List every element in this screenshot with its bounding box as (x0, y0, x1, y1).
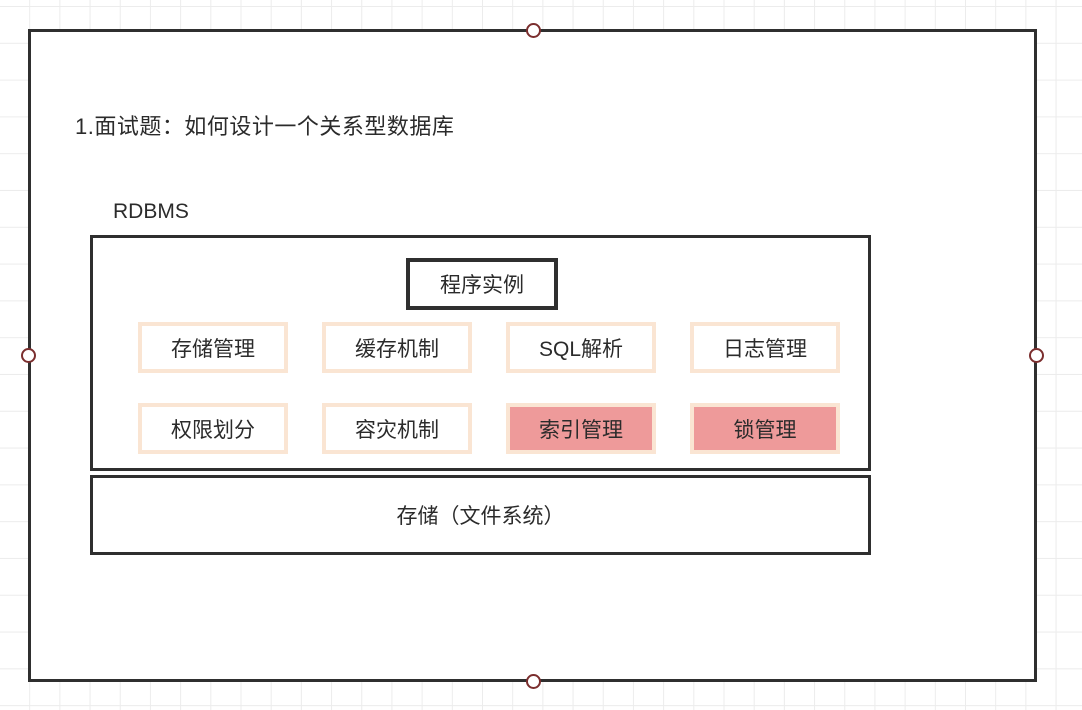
module-disaster-recovery[interactable]: 容灾机制 (322, 403, 472, 454)
resize-handle-left[interactable] (21, 348, 36, 363)
program-instance-box[interactable]: 程序实例 (406, 258, 558, 310)
rdbms-label: RDBMS (113, 200, 189, 223)
module-index-management[interactable]: 索引管理 (506, 403, 656, 454)
module-lock-management[interactable]: 锁管理 (690, 403, 840, 454)
module-cache-mechanism[interactable]: 缓存机制 (322, 322, 472, 373)
resize-handle-top[interactable] (526, 23, 541, 38)
diagram-title: 1.面试题：如何设计一个关系型数据库 (75, 114, 455, 139)
module-grid: 存储管理 缓存机制 SQL解析 日志管理 权限划分 容灾机制 索引管理 锁管理 (138, 322, 844, 454)
resize-handle-bottom[interactable] (526, 674, 541, 689)
module-sql-parsing[interactable]: SQL解析 (506, 322, 656, 373)
module-storage-management[interactable]: 存储管理 (138, 322, 288, 373)
module-log-management[interactable]: 日志管理 (690, 322, 840, 373)
storage-filesystem-box[interactable]: 存储（文件系统） (90, 475, 871, 555)
module-row: 存储管理 缓存机制 SQL解析 日志管理 (138, 322, 844, 373)
module-row: 权限划分 容灾机制 索引管理 锁管理 (138, 403, 844, 454)
resize-handle-right[interactable] (1029, 348, 1044, 363)
module-permission-division[interactable]: 权限划分 (138, 403, 288, 454)
